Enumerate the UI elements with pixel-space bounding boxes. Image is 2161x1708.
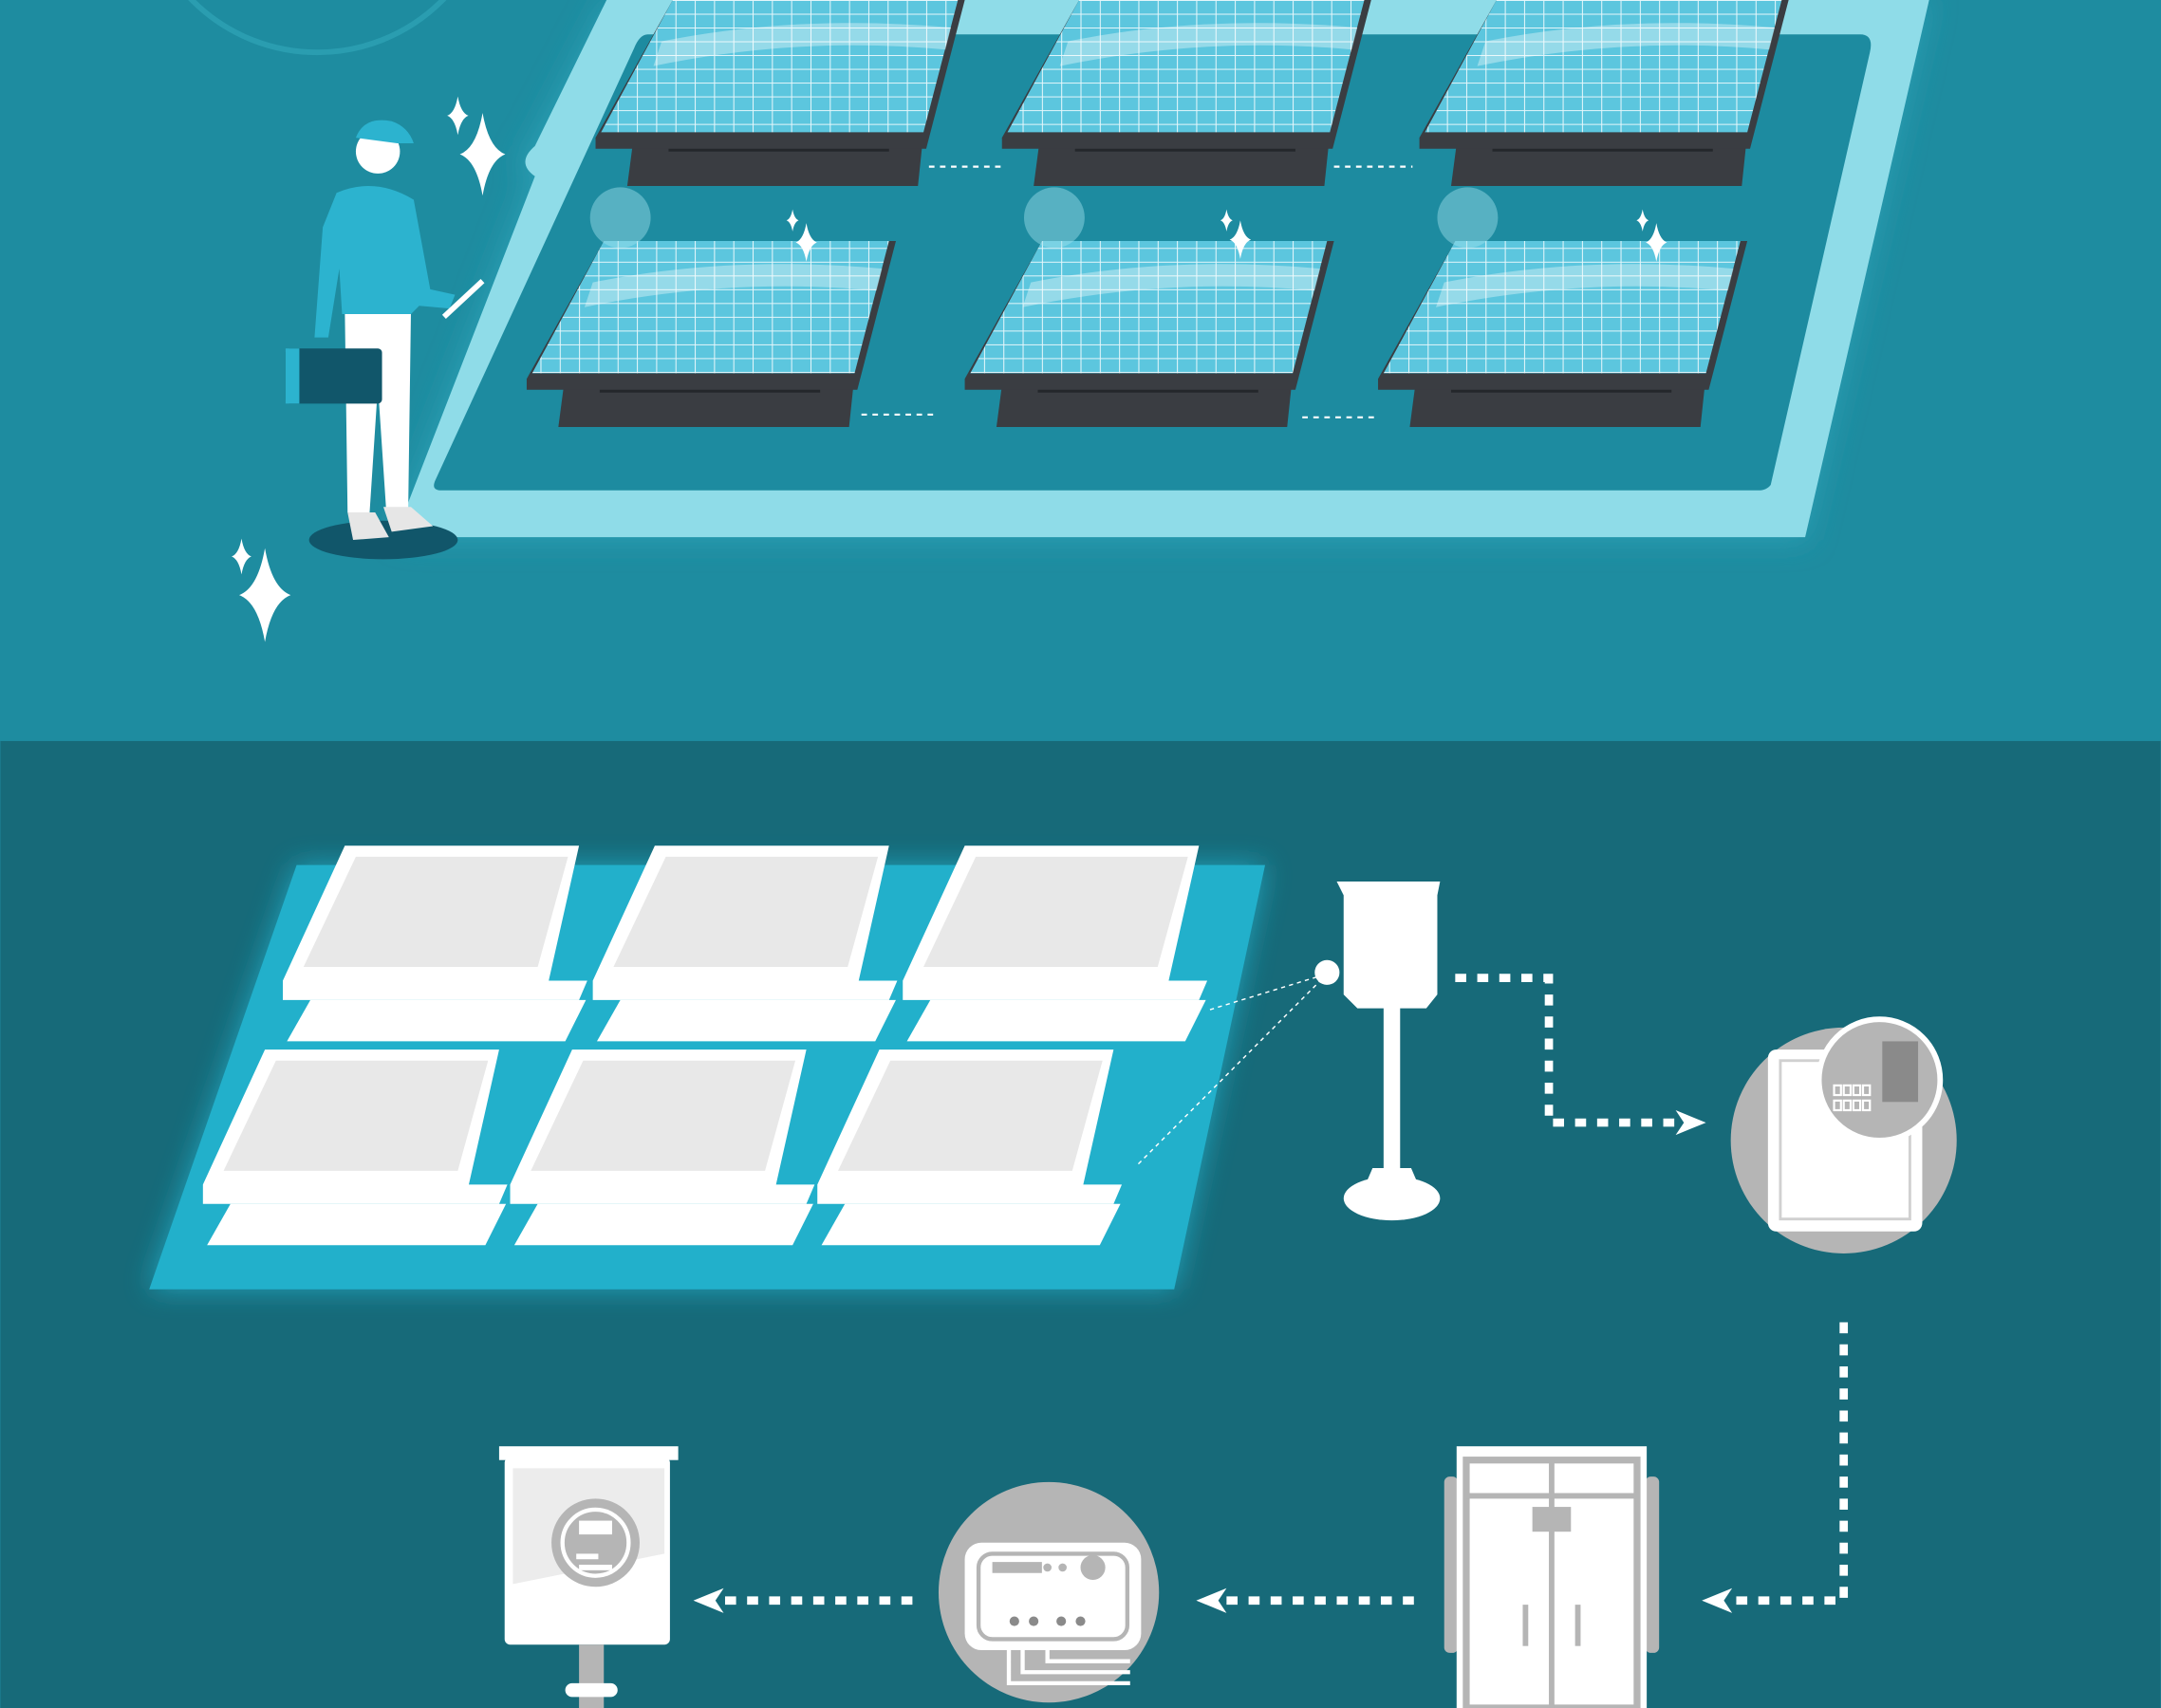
sparkle-icon: [1220, 209, 1233, 232]
panel-connectors: [861, 165, 1413, 418]
glare: [1437, 187, 1499, 249]
sparkle-icon: [795, 223, 817, 262]
simplified-panel: [202, 1049, 508, 1246]
sparkle-icon: [232, 538, 251, 575]
battery-cabinet-icon: [1444, 1446, 1660, 1708]
solar-panel-icon: [964, 241, 1334, 427]
simplified-panel-array: [202, 845, 1208, 1246]
solar-panel-icon: [1001, 0, 1371, 186]
sparkle-icon: [447, 96, 469, 136]
charge-controller-icon: [938, 1481, 1160, 1703]
sparkle-icon: [1229, 220, 1252, 259]
sparkle-icon: [239, 548, 291, 642]
arrowheads: [693, 1110, 1733, 1613]
electric-meter-icon: [498, 1446, 679, 1708]
simplified-panel: [817, 1049, 1123, 1246]
solar-panel-icon: [1378, 241, 1748, 427]
sparkle-icon: [1636, 209, 1649, 232]
solar-panel-icon: [526, 241, 896, 427]
solar-panel-icon: [595, 0, 965, 186]
simplified-panel: [903, 845, 1208, 1042]
dotted-arrow-icon: [719, 974, 1849, 1606]
sparkle-icon: [786, 209, 799, 232]
simplified-panel: [510, 1049, 815, 1246]
panel-wires: [1137, 973, 1328, 1165]
simplified-panel: [592, 845, 898, 1042]
simplified-panel: [283, 845, 587, 1042]
inverter-icon: [1730, 1016, 1957, 1253]
glare: [1023, 187, 1085, 249]
combiner-box-icon: [1314, 882, 1441, 1221]
sparkle-icon: [459, 113, 506, 196]
solar-panel-icon: [1419, 0, 1789, 186]
sparkle-icon: [1646, 223, 1667, 262]
decorative-circle: [188, 0, 447, 56]
glare: [589, 187, 651, 249]
technician-icon: [285, 120, 485, 560]
solar-panel-array: [526, 0, 1789, 427]
sparkles: [232, 96, 1667, 642]
